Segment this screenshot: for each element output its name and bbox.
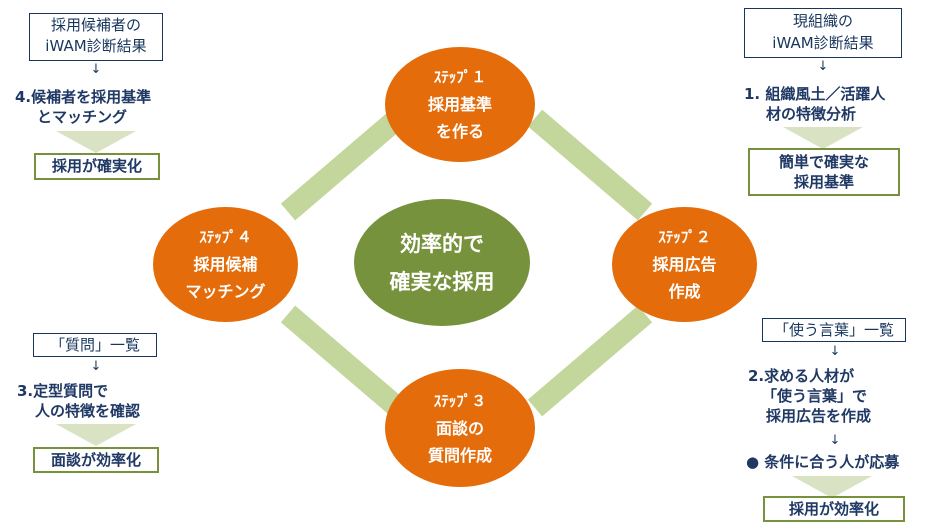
top-left-small-arrow: ↓ — [90, 62, 102, 77]
step-2-line2: 作成 — [668, 282, 701, 301]
step-2-line1: 採用広告 — [652, 255, 717, 274]
top-left-source-line1: 採用候補者の — [50, 16, 141, 34]
center-line1: 効率的で — [400, 231, 484, 256]
top-left-source-line2: iWAM診断結果 — [45, 37, 147, 55]
top-left-source-box: 採用候補者の iWAM診断結果 — [29, 13, 163, 61]
top-left-item-line2: とマッチング — [37, 108, 128, 126]
bottom-right-down-arrow — [792, 476, 872, 498]
step-3-label: ｽﾃｯﾌﾟ３ — [433, 391, 487, 410]
bottom-right-item-line3: 採用広告を作成 — [766, 407, 872, 425]
step-1-circle: ｽﾃｯﾌﾟ１ 採用基準 を作る — [385, 47, 535, 162]
top-left-result: 採用が確実化 — [34, 153, 160, 180]
bottom-left-item-line1: 3.定型質問で — [17, 382, 109, 400]
top-right-small-arrow: ↓ — [817, 59, 829, 74]
bottom-right-small-arrow-2: ↓ — [829, 433, 841, 448]
top-right-result-line2: 採用基準 — [793, 173, 854, 191]
bottom-left-source-box: 「質問」一覧 — [33, 333, 157, 357]
step-3-line2: 質問作成 — [427, 445, 492, 465]
bottom-right-source-box: 「使う言葉」一覧 — [762, 318, 906, 342]
bottom-left-item-line2: 人の特徴を確認 — [35, 402, 141, 420]
step-2-label: ｽﾃｯﾌﾟ２ — [658, 228, 711, 246]
top-right-source-line1: 現組織の — [792, 12, 853, 30]
step-4-line1: 採用候補 — [193, 255, 258, 274]
step-4-circle: ｽﾃｯﾌﾟ４ 採用候補 マッチング — [153, 207, 298, 322]
bottom-right-result: 採用が効率化 — [763, 496, 905, 522]
step-1-label: ｽﾃｯﾌﾟ１ — [433, 68, 487, 86]
top-left-item-line1: 4.候補者を採用基準 — [15, 88, 152, 106]
top-right-source-box: 現組織の iWAM診断結果 — [744, 8, 902, 58]
top-right-source-line2: iWAM診断結果 — [772, 34, 874, 52]
top-right-result-line1: 簡単で確実な — [778, 153, 869, 171]
step-2-circle: ｽﾃｯﾌﾟ２ 採用広告 作成 — [612, 207, 757, 322]
bottom-left-small-arrow: ↓ — [90, 359, 102, 374]
ring-segment-4-1 — [280, 109, 406, 221]
step-3-circle: ｽﾃｯﾌﾟ３ 面談の 質問作成 — [385, 369, 535, 487]
ring-segment-1-2 — [527, 109, 653, 221]
bottom-right-small-arrow: ↓ — [829, 344, 841, 359]
top-left-down-arrow — [56, 131, 136, 153]
bottom-right-item: 2.求める人材が 「使う言葉」で 採用広告を作成 — [748, 366, 871, 426]
top-right-result: 簡単で確実な 採用基準 — [748, 148, 900, 196]
ring-segment-2-3 — [527, 305, 653, 417]
step-1-line2: を作る — [435, 122, 484, 141]
bottom-left-item: 3.定型質問で 人の特徴を確認 — [17, 381, 140, 421]
step-4-line2: マッチング — [185, 282, 266, 301]
bottom-right-item-line1: 2.求める人材が — [748, 367, 855, 385]
top-right-item: 1. 組織風土／活躍人 材の特徴分析 — [744, 84, 885, 124]
center-line2: 確実な採用 — [389, 269, 495, 294]
top-right-item-line1: 1. 組織風土／活躍人 — [744, 85, 886, 103]
bottom-right-bullet: ● 条件に合う人が応募 — [746, 453, 900, 471]
top-right-item-line2: 材の特徴分析 — [766, 105, 857, 123]
top-right-down-arrow — [783, 127, 863, 149]
center-circle: 効率的で 確実な採用 — [354, 199, 530, 326]
top-left-item: 4.候補者を採用基準 とマッチング — [15, 87, 151, 127]
bottom-left-down-arrow — [56, 424, 136, 446]
bottom-left-result: 面談が効率化 — [33, 447, 159, 473]
step-4-label: ｽﾃｯﾌﾟ４ — [199, 228, 252, 246]
step-1-line1: 採用基準 — [427, 95, 492, 114]
ring-segment-3-4 — [280, 305, 406, 417]
bottom-right-item-line2: 「使う言葉」で — [762, 387, 868, 405]
step-3-line1: 面談の — [435, 418, 484, 438]
